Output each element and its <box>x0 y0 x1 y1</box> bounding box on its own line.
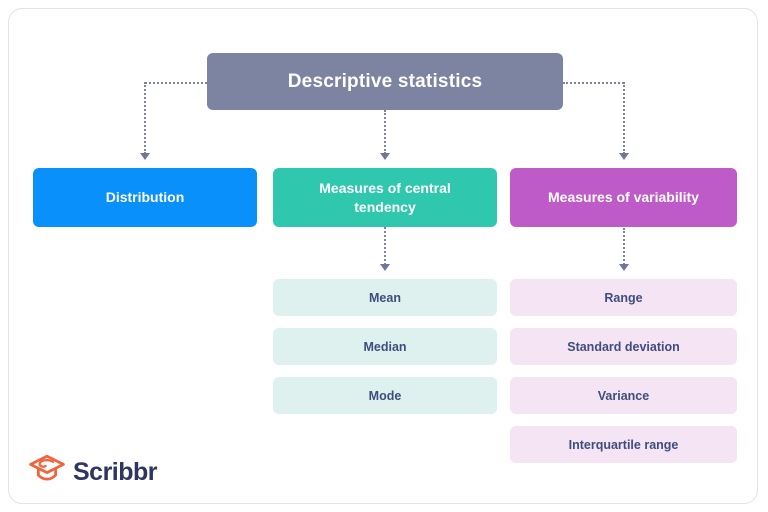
leaf-label: Median <box>363 339 407 354</box>
leaf-node-range: Range <box>510 279 737 316</box>
connector-left-vertical <box>144 82 146 154</box>
leaf-node-variance: Variance <box>510 377 737 414</box>
branch-label: Measures of variability <box>548 189 699 206</box>
arrowhead-center <box>380 153 390 160</box>
branch-label: Measures of central tendency <box>319 180 451 215</box>
connector-central-vertical <box>384 227 386 265</box>
arrowhead-central-items <box>380 264 390 271</box>
leaf-label: Mode <box>368 388 402 403</box>
root-node-descriptive-statistics: Descriptive statistics <box>207 53 563 110</box>
connector-right-horizontal <box>563 82 624 84</box>
leaf-label: Standard deviation <box>567 339 680 354</box>
scribbr-logo: Scribbr <box>28 453 158 492</box>
connector-center-vertical <box>384 110 386 154</box>
branch-node-central-tendency: Measures of central tendency <box>273 168 497 227</box>
leaf-label: Interquartile range <box>568 437 679 452</box>
branch-node-variability: Measures of variability <box>510 168 737 227</box>
graduation-cap-icon <box>28 453 66 492</box>
logo-brand-text: Scribbr <box>73 458 158 486</box>
leaf-node-standard-deviation: Standard deviation <box>510 328 737 365</box>
connector-left-horizontal <box>145 82 207 84</box>
leaf-label: Range <box>604 290 643 305</box>
leaf-label: Variance <box>597 388 650 403</box>
connector-variability-vertical <box>623 228 625 265</box>
root-node-label: Descriptive statistics <box>287 70 483 92</box>
leaf-node-mode: Mode <box>273 377 497 414</box>
leaf-label: Mean <box>369 290 401 305</box>
arrowhead-variability-items <box>619 264 629 271</box>
branch-label: Distribution <box>105 189 185 206</box>
leaf-node-mean: Mean <box>273 279 497 316</box>
connector-right-vertical <box>623 82 625 154</box>
arrowhead-left <box>140 153 150 160</box>
branch-node-distribution: Distribution <box>33 168 257 227</box>
leaf-node-median: Median <box>273 328 497 365</box>
leaf-node-interquartile-range: Interquartile range <box>510 426 737 463</box>
arrowhead-right <box>619 153 629 160</box>
